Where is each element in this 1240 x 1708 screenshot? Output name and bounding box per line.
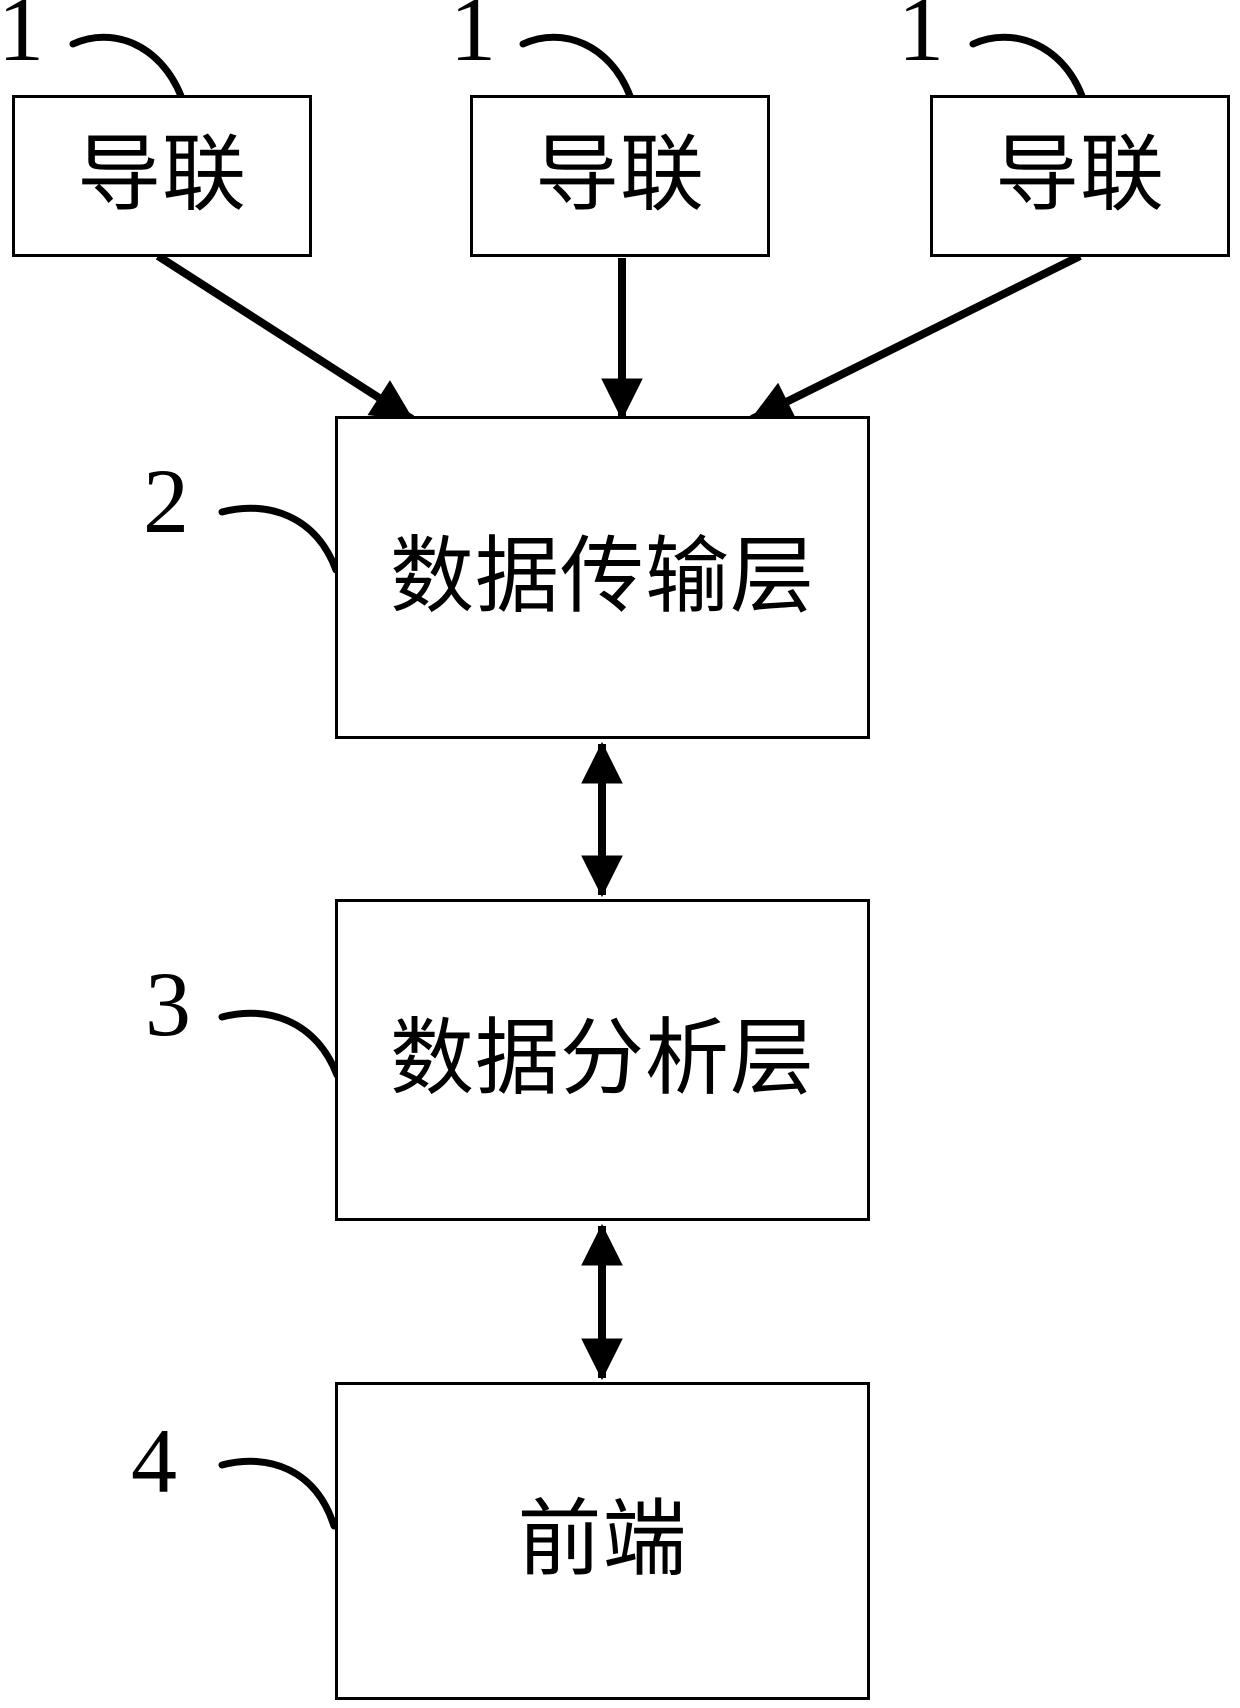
callout-curve-ref4 xyxy=(218,1457,338,1530)
callout-curve-ref2 xyxy=(218,504,340,574)
lead-box-middle: 导联 xyxy=(470,95,770,257)
ref-number-lead-right: 1 xyxy=(898,0,944,80)
ref-number-lead-left: 1 xyxy=(0,0,44,80)
analysis-layer-box: 数据分析层 xyxy=(335,899,870,1221)
callout-curve-ref1-left xyxy=(69,33,185,100)
analysis-layer-label: 数据分析层 xyxy=(389,1013,815,1106)
ref-number-analysis: 3 xyxy=(145,953,191,1055)
ref-number-frontend: 4 xyxy=(131,1410,177,1512)
frontend-label: 前端 xyxy=(517,1494,688,1587)
lead-box-label: 导联 xyxy=(76,129,247,222)
ref-number-transport: 2 xyxy=(143,450,189,552)
lead-box-label: 导联 xyxy=(994,129,1165,222)
callout-curve-ref1-right xyxy=(969,33,1086,100)
arrow-lead-left-to-transport xyxy=(155,252,415,423)
callout-curve-ref1-middle xyxy=(519,33,634,100)
lead-box-label: 导联 xyxy=(534,129,705,222)
callout-curve-ref3 xyxy=(218,1009,341,1079)
transport-layer-label: 数据传输层 xyxy=(389,530,815,624)
ref-number-lead-middle: 1 xyxy=(450,0,496,80)
frontend-box: 前端 xyxy=(335,1382,870,1700)
arrow-lead-right-to-transport xyxy=(750,252,1082,423)
lead-box-right: 导联 xyxy=(930,95,1230,257)
lead-box-left: 导联 xyxy=(12,95,312,257)
transport-layer-box: 数据传输层 xyxy=(335,416,870,739)
